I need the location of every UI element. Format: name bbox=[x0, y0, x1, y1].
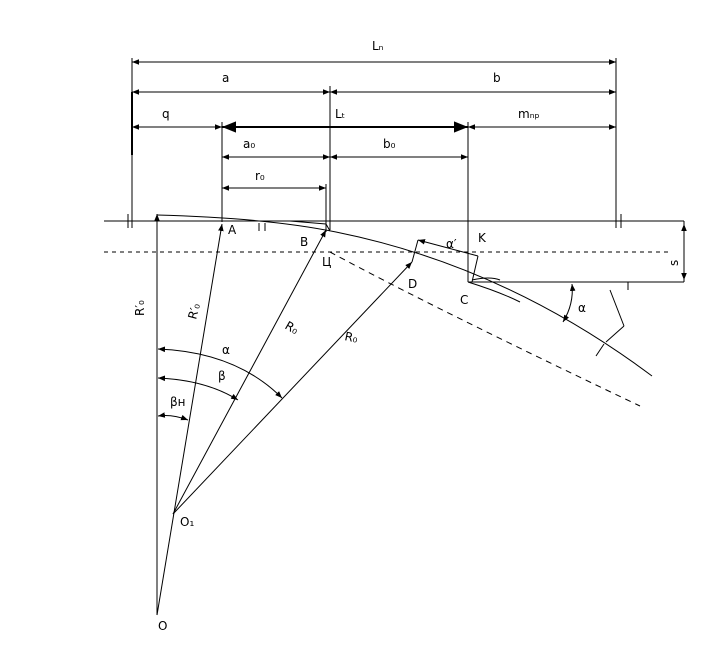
arc-beta-h bbox=[157, 412, 189, 421]
track-tick-marks bbox=[258, 223, 266, 231]
dimension-labels: Lₙ a b q Lₜ mₙₚ a₀ b₀ r₀ bbox=[162, 39, 540, 183]
label-r0-prime-vertical: R′₀ bbox=[133, 300, 147, 316]
straight-track bbox=[104, 214, 685, 290]
extension-lines bbox=[131, 58, 617, 282]
label-lt: Lₜ bbox=[335, 107, 345, 121]
angle-labels: α β βн α α′ bbox=[170, 237, 586, 409]
label-point-o: O bbox=[158, 619, 167, 633]
thickness-dimension: s bbox=[667, 224, 687, 280]
label-point-o1: O₁ bbox=[180, 515, 194, 529]
radius-o1-d bbox=[172, 261, 413, 515]
label-alpha-prime: α′ bbox=[446, 237, 457, 251]
arc-alpha bbox=[157, 346, 283, 399]
radius-o-a bbox=[156, 223, 224, 616]
label-point-b: B bbox=[300, 235, 308, 249]
radius-labels: R′₀ R′₀ R₀ R₀ bbox=[133, 300, 359, 346]
angle-arcs bbox=[157, 283, 625, 421]
label-point-d: D bbox=[408, 277, 417, 291]
label-point-k: K bbox=[478, 231, 487, 245]
curve-dashed-extension bbox=[329, 251, 641, 407]
label-a0: a₀ bbox=[243, 137, 255, 151]
dimension-lines bbox=[132, 59, 616, 191]
label-r0: r₀ bbox=[255, 169, 265, 183]
label-r0-a: R₀ bbox=[283, 318, 302, 337]
label-b: b bbox=[493, 71, 501, 85]
radius-lines bbox=[154, 214, 413, 616]
label-r0-b: R₀ bbox=[343, 329, 359, 345]
label-q: q bbox=[162, 107, 170, 121]
label-s: s bbox=[667, 260, 681, 266]
radius-o1-b bbox=[172, 229, 327, 515]
label-beta: β bbox=[218, 369, 226, 383]
label-beta-h: βн bbox=[170, 395, 186, 409]
curve-tick bbox=[595, 343, 605, 357]
label-point-c: C bbox=[460, 293, 468, 307]
arc-alpha-right bbox=[562, 283, 576, 323]
label-alpha-right: α bbox=[578, 301, 586, 315]
label-a: a bbox=[222, 71, 229, 85]
point-labels: A B Ц D C K O O₁ bbox=[158, 223, 487, 633]
label-b0: b₀ bbox=[383, 137, 396, 151]
label-r0-prime-oblique: R′₀ bbox=[185, 302, 203, 321]
label-point-l: Ц bbox=[322, 255, 331, 269]
detail-lines bbox=[289, 220, 501, 283]
curve-lower-short bbox=[467, 281, 521, 303]
curve-upper bbox=[156, 214, 653, 377]
label-total: Lₙ bbox=[372, 39, 384, 53]
label-point-a: A bbox=[228, 223, 237, 237]
arc-beta bbox=[157, 375, 239, 401]
label-m: mₙₚ bbox=[518, 107, 540, 121]
label-alpha: α bbox=[222, 343, 230, 357]
